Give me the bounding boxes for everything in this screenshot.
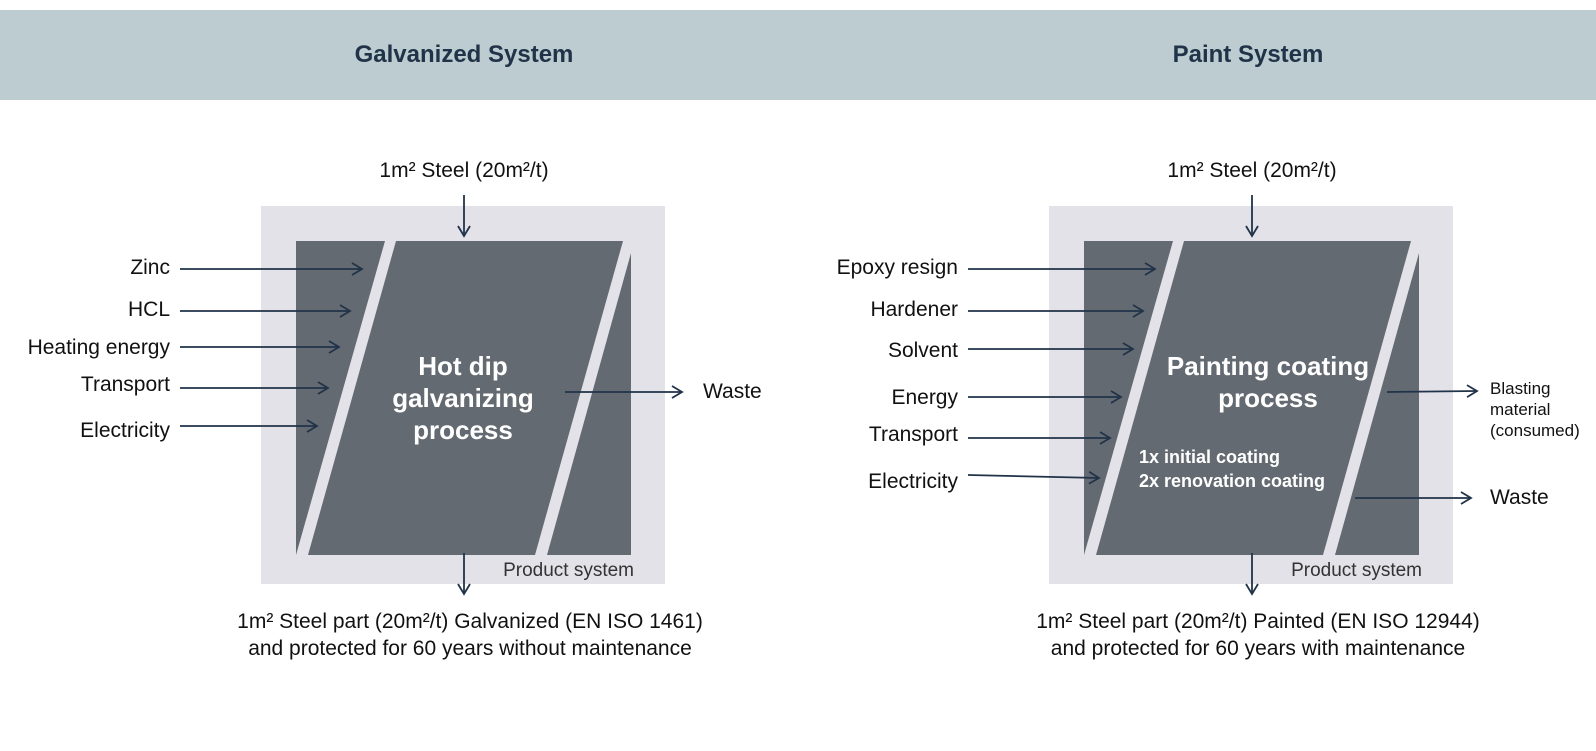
galvanized-process-line-2: galvanizing [392,383,534,413]
paint-input-panel [1084,241,1173,555]
galvanized-result-line-2: and protected for 60 years without maint… [248,637,692,660]
galvanized-output-panel [547,253,631,555]
paint-output-waste: Waste [1490,486,1549,509]
galvanized-input-transport: Transport [81,373,170,396]
paint-input-electricity-arrow [967,471,1101,485]
galvanized-process-line-3: process [413,415,513,445]
paint-output-blasting-line-2: material [1490,400,1550,419]
paint-input-solvent: Solvent [888,339,958,362]
paint-steel-input-label: 1m² Steel (20m²/t) [1167,159,1336,182]
galvanized-input-zinc: Zinc [130,256,170,279]
paint-input-energy: Energy [891,386,958,409]
galvanized-input-hcl: HCL [128,298,170,321]
paint-coating-note-initial: 1x initial coating [1139,447,1280,467]
paint-coating-note-renovation: 2x renovation coating [1139,471,1325,491]
paint-output-blasting-arrow [1386,384,1479,398]
paint-input-transport: Transport [869,423,958,446]
paint-output-blasting-line-3: (consumed) [1490,421,1580,440]
header-banner: Galvanized System Paint System [0,10,1596,100]
galvanized-input-electricity: Electricity [80,419,170,442]
galvanized-diagram: 1m² Steel (20m²/t) Zinc HCL Heating ener… [28,159,762,660]
galvanized-output-waste: Waste [703,380,762,403]
paint-diagram: 1m² Steel (20m²/t) Epoxy resign Hardener… [837,159,1580,660]
paint-process-line-2: process [1218,383,1318,413]
paint-output-blasting-line-1: Blasting [1490,379,1550,398]
paint-result-line-2: and protected for 60 years with maintena… [1051,637,1465,660]
galvanized-result-line-1: 1m² Steel part (20m²/t) Galvanized (EN I… [237,610,703,633]
paint-system-title: Paint System [1172,41,1324,68]
paint-process-panel [1096,241,1411,555]
galvanized-input-heating-energy: Heating energy [28,336,171,359]
paint-output-panel [1335,253,1419,555]
paint-input-hardener: Hardener [870,298,958,321]
galvanized-input-panel [296,241,385,555]
paint-product-system-label: Product system [1291,560,1422,581]
galvanized-steel-input-label: 1m² Steel (20m²/t) [379,159,548,182]
galvanized-process-line-1: Hot dip [418,351,508,381]
paint-process-line-1: Painting coating [1167,351,1369,381]
galvanized-system-title: Galvanized System [354,41,574,68]
paint-result-line-1: 1m² Steel part (20m²/t) Painted (EN ISO … [1036,610,1480,633]
paint-input-epoxy-resign: Epoxy resign [837,256,958,279]
galvanized-product-system-label: Product system [503,560,634,581]
galvanized-process-panel [308,241,623,555]
paint-input-electricity: Electricity [868,470,958,493]
